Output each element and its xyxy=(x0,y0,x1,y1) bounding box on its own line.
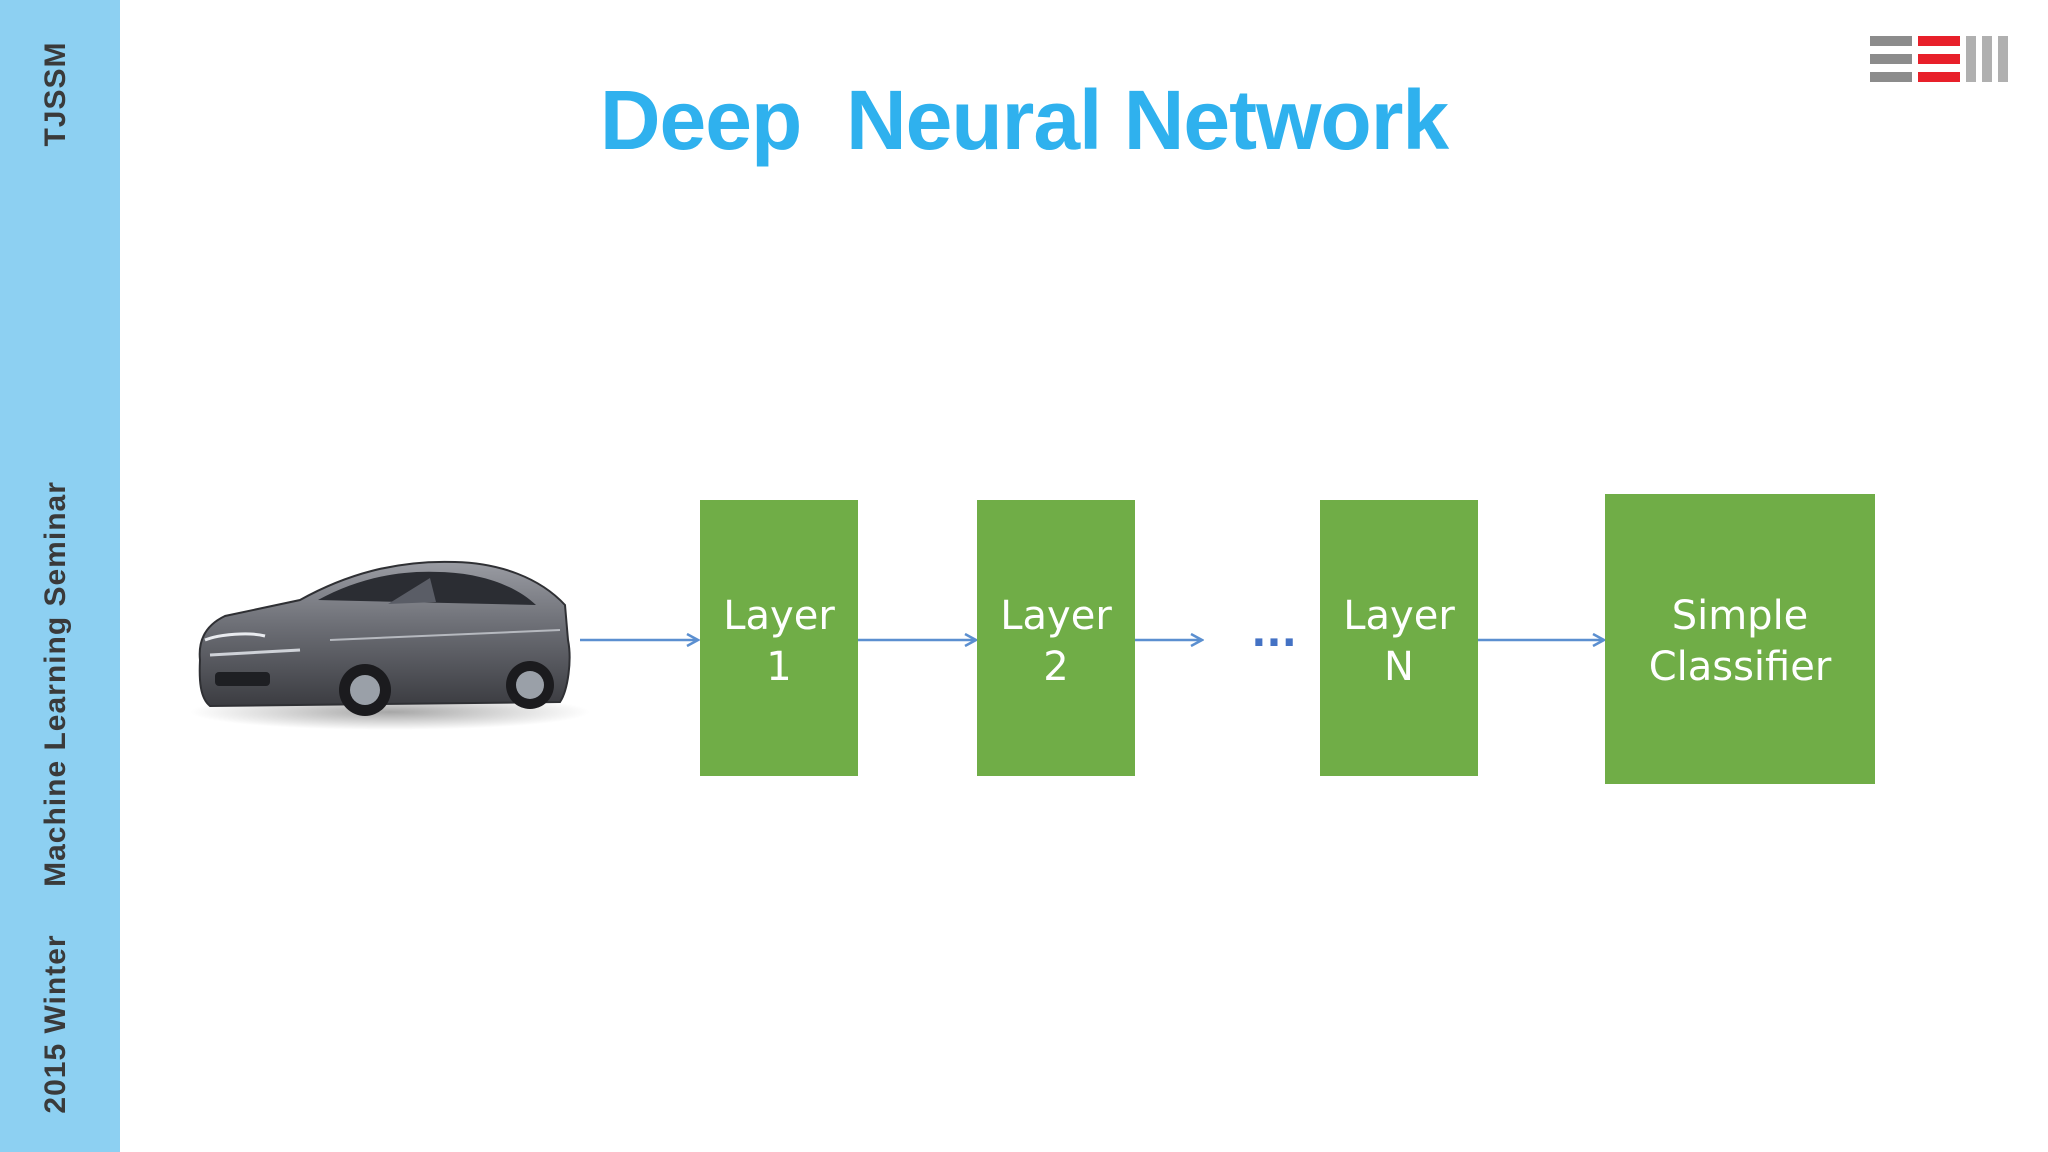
car-image xyxy=(190,560,590,730)
node-layer-2: Layer 2 xyxy=(977,500,1135,776)
node-classifier: Simple Classifier xyxy=(1605,494,1875,784)
node-layer-2-line1: Layer xyxy=(1000,593,1112,639)
slide-title: Deep Neural Network xyxy=(599,73,1449,167)
node-layer-n-line1: Layer xyxy=(1343,593,1455,639)
node-layer-1-line2: 1 xyxy=(766,644,791,690)
node-layer-1-line1: Layer xyxy=(723,593,835,639)
ellipsis: ... xyxy=(1251,610,1297,656)
node-classifier-line1: Simple xyxy=(1672,593,1809,639)
node-layer-2-line2: 2 xyxy=(1043,644,1068,690)
node-classifier-line2: Classifier xyxy=(1649,644,1832,690)
node-layer-n: Layer N xyxy=(1320,500,1478,776)
node-layer-1: Layer 1 xyxy=(700,500,858,776)
institution-logo-icon xyxy=(1870,36,2010,86)
sidebar: TJSSM Machine Learning Seminar 2015 Wint… xyxy=(0,0,120,1152)
node-layer-n-line2: N xyxy=(1384,644,1414,690)
